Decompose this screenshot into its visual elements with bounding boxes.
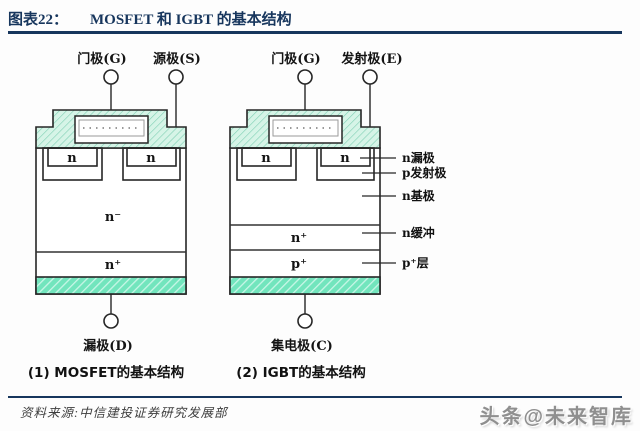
title-rule [8,31,622,34]
mosfet-n-left-label: n [67,151,77,166]
igbt-caption: (2) IGBT的基本结构 [236,364,366,381]
igbt-n-left-label: n [261,151,271,166]
mosfet-body [35,147,187,295]
igbt-collector-terminal-label: 集电极(C) [270,338,333,354]
igbt-layer-annotations: n漏极 p发射极 n基极 n缓冲 p⁺层 [360,150,447,270]
watermark: 头条@未来智库 [479,406,633,428]
igbt-n-region-right [320,147,371,167]
igbt-poly-gate [272,119,339,137]
mosfet-n-plus-label: n⁺ [105,258,121,273]
figure-title: 图表22： MOSFET 和 IGBT 的基本结构 [8,8,622,29]
igbt-emitter-terminal-label: 发射极(E) [340,51,402,67]
igbt-gate-terminal-label: 门极(G) [271,51,320,67]
side-label-n-base: n基极 [402,188,436,203]
footer-rule [8,396,622,398]
side-label-p-plus-layer: p⁺层 [402,256,429,270]
igbt-n-plus-label: n⁺ [291,231,307,246]
side-label-n-drain: n漏极 [402,150,436,165]
mosfet-n-region-right [126,147,177,167]
mosfet-source-node [168,69,184,85]
igbt-n-region-left [241,147,292,167]
igbt-body [229,147,381,295]
mosfet-poly-gate [78,119,145,137]
igbt-collector-node [297,313,313,329]
igbt-gate-node [297,69,313,85]
side-label-n-buffer: n缓冲 [402,225,435,240]
mosfet-drain-node [103,313,119,329]
figure-number: 图表22： [8,12,69,28]
source-note: 资料来源:中信建投证券研究发展部 [20,406,228,420]
mosfet-drain-electrode [35,276,187,295]
igbt-diagram: 门极(G) 发射极(E) n n n⁺ p⁺ [229,51,447,381]
figure-title-text: MOSFET 和 IGBT 的基本结构 [90,12,292,28]
mosfet-gate-node [103,69,119,85]
mosfet-diagram: 门极(G) 源极(S) n n n⁻ n⁺ [28,51,201,381]
mosfet-n-minus-label: n⁻ [105,210,121,225]
mosfet-caption: (1) MOSFET的基本结构 [28,364,184,381]
mosfet-n-region-left [47,147,98,167]
mosfet-source-terminal-label: 源极(S) [153,51,201,67]
igbt-collector-electrode [229,276,381,295]
mosfet-gate-terminal-label: 门极(G) [77,51,126,67]
igbt-p-plus-label: p⁺ [291,257,307,272]
side-label-p-emitter: p发射极 [402,165,447,180]
igbt-emitter-node [362,69,378,85]
mosfet-n-right-label: n [146,151,156,166]
igbt-n-right-label: n [340,151,350,166]
mosfet-drain-terminal-label: 漏极(D) [83,338,133,354]
